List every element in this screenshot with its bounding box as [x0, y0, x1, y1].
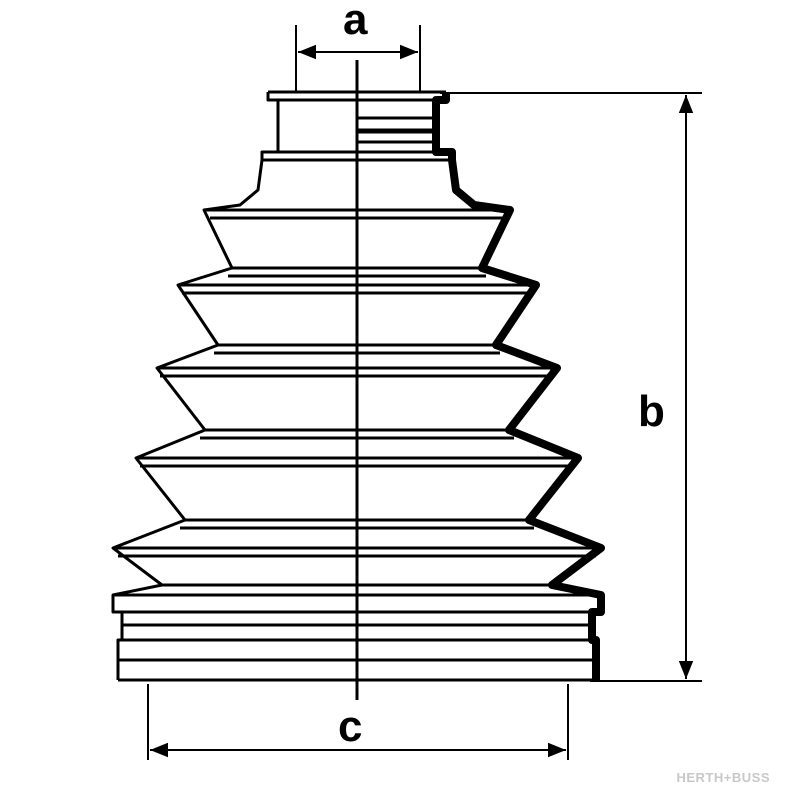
boot-left-profile [111, 92, 280, 680]
dimension-c-lines [147, 684, 569, 760]
dimension-a-lines [295, 25, 421, 92]
dimension-a-label: a [343, 0, 368, 44]
dimension-b-label: b [638, 387, 665, 436]
boot-right-profile [432, 92, 605, 680]
dimension-b-lines [440, 92, 702, 682]
dimension-c-label: c [338, 702, 363, 751]
brand-logo: HERTH+BUSS [676, 770, 770, 785]
